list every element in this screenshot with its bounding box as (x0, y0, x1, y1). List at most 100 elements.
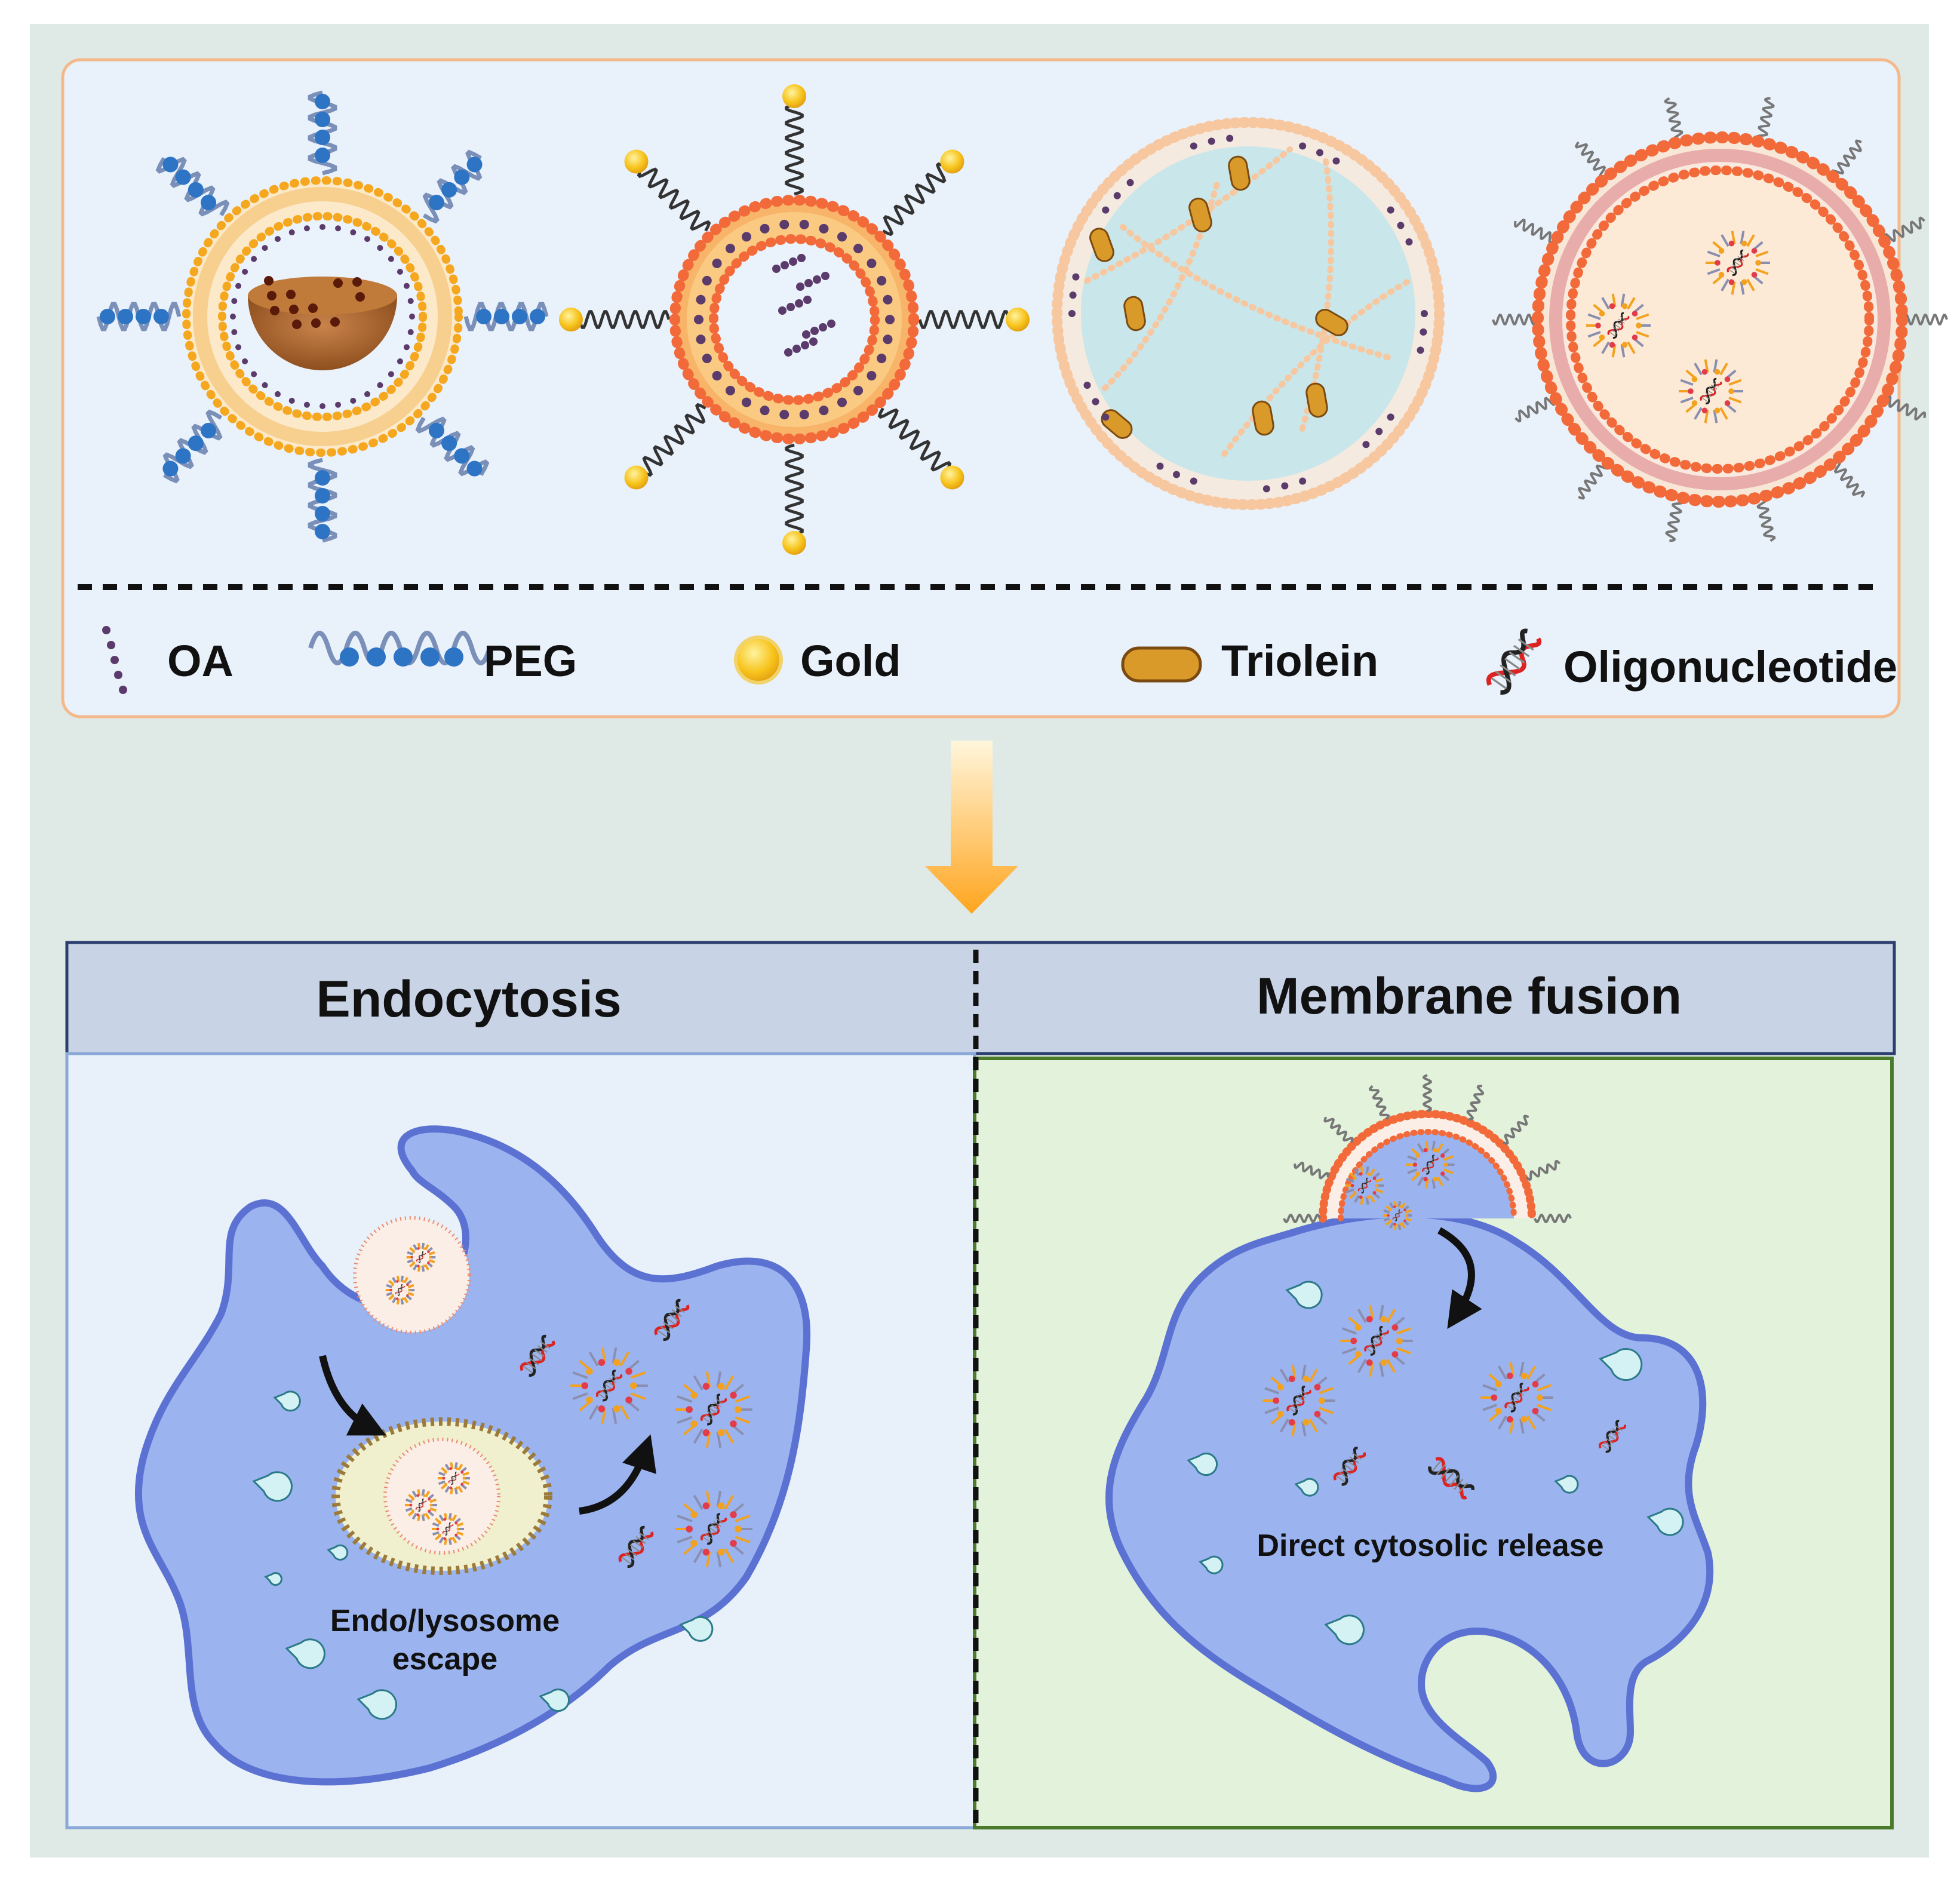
peg-chain (1534, 1214, 1572, 1223)
oa-molecule (231, 297, 238, 304)
dna-helix-icon (618, 1525, 654, 1568)
oa-molecule (819, 223, 829, 234)
oa-molecule (779, 410, 789, 420)
oa-molecule (320, 224, 325, 230)
curved-arrow-icon (1437, 1227, 1482, 1329)
oa-molecule (251, 256, 257, 262)
dna-helix-icon (1599, 1420, 1627, 1453)
peg-bead (441, 182, 457, 198)
peg-chain (1368, 1085, 1390, 1120)
down-arrow-icon (925, 741, 1018, 914)
dna-helix-icon (416, 1251, 426, 1263)
peg-chain (1323, 1116, 1354, 1143)
linker-chain (785, 443, 804, 536)
oligonucleotide-nanocomplex (1383, 1201, 1412, 1230)
oa-molecule (779, 219, 789, 229)
oa-molecule (1375, 428, 1383, 435)
gold-particle (624, 465, 649, 490)
oa-molecule (795, 299, 803, 308)
oligonucleotide-nanocomplex (1480, 1361, 1553, 1434)
peg-bead (136, 309, 151, 324)
oa-molecule (1417, 346, 1424, 354)
peg-liposome-particle (96, 90, 549, 543)
oa-molecule (772, 265, 781, 273)
peg-chain (1525, 1159, 1561, 1181)
peg-chain (1423, 1074, 1432, 1112)
oa-molecule (696, 334, 706, 345)
dna-helix-icon (1422, 1155, 1439, 1175)
dna-helix-icon (1358, 1177, 1372, 1194)
oa-molecule (883, 294, 893, 305)
oligonucleotide-nanocomplex (1406, 1140, 1455, 1189)
oa-molecule (712, 258, 722, 268)
gold-particle (940, 465, 964, 490)
core-particle (264, 276, 274, 285)
oa-molecule (1156, 462, 1164, 470)
oa-molecule (377, 382, 383, 388)
oa-molecule (789, 257, 797, 266)
oa-molecule (883, 334, 893, 345)
peg-bead (175, 448, 191, 464)
oa-molecule (407, 329, 414, 336)
oa-molecule (809, 337, 818, 346)
peg-bead (530, 309, 545, 324)
dna-helix-icon (448, 1471, 460, 1485)
oa-molecule (1387, 413, 1394, 421)
core-particle (289, 305, 299, 314)
oa-molecule (407, 297, 414, 304)
dna-helix-icon (1486, 628, 1542, 695)
oa-molecule (853, 385, 864, 395)
oa-molecule (813, 275, 821, 284)
curved-arrow-icon (319, 1355, 386, 1436)
oa-molecule (230, 314, 236, 320)
oa-molecule (787, 303, 795, 311)
oa-molecule (235, 283, 242, 289)
peg-bead (466, 460, 483, 477)
peg-chain (1466, 1085, 1485, 1120)
oa-molecule (784, 348, 792, 357)
dna-helix-icon (1364, 1326, 1389, 1356)
lysosome-icon (539, 1688, 570, 1712)
oligonucleotide-nanocomplex (675, 1371, 752, 1448)
oa-chain-icon (102, 626, 127, 694)
peg-chain (1283, 1214, 1321, 1223)
oa-molecule (397, 358, 403, 364)
peg-bead (315, 130, 330, 145)
core-particle (267, 291, 277, 300)
oa-molecule (1190, 477, 1197, 485)
lysosome-icon (327, 1544, 349, 1561)
lysosome-icon (1599, 1348, 1643, 1381)
oa-molecule (1281, 482, 1289, 490)
core-particle (286, 290, 296, 299)
oligonucleotide-liposome (1492, 97, 1948, 542)
oa-molecule (1102, 413, 1110, 421)
oa-molecule (335, 225, 342, 232)
oa-molecule (696, 294, 706, 305)
lysosome-icon (285, 1638, 325, 1669)
oa-molecule (694, 315, 703, 324)
peg-bead (315, 112, 330, 127)
oa-molecule (821, 272, 830, 280)
peg-chain (1513, 218, 1560, 245)
oa-molecule (867, 371, 877, 381)
triolein-molecule (1315, 309, 1348, 337)
gold-particle (782, 84, 806, 108)
peg-bead (512, 309, 527, 324)
oa-molecule (275, 391, 281, 397)
peg-bead (118, 309, 133, 324)
peg-chain (1294, 1161, 1329, 1180)
oa-molecule (802, 330, 810, 339)
peg-chain (1880, 216, 1925, 247)
oa-molecule (262, 382, 268, 388)
gold-liposome-particle (559, 84, 1030, 555)
dna-helix-icon (1392, 1209, 1403, 1221)
peg-bead (494, 309, 509, 324)
oligonucleotide-nanocomplex (570, 1347, 648, 1424)
peg-bead (315, 524, 330, 539)
oa-molecule (797, 254, 806, 262)
gold-particle (940, 149, 964, 174)
oa-molecule (303, 401, 310, 408)
peg-bead (315, 94, 330, 109)
peg-bead (188, 182, 204, 198)
